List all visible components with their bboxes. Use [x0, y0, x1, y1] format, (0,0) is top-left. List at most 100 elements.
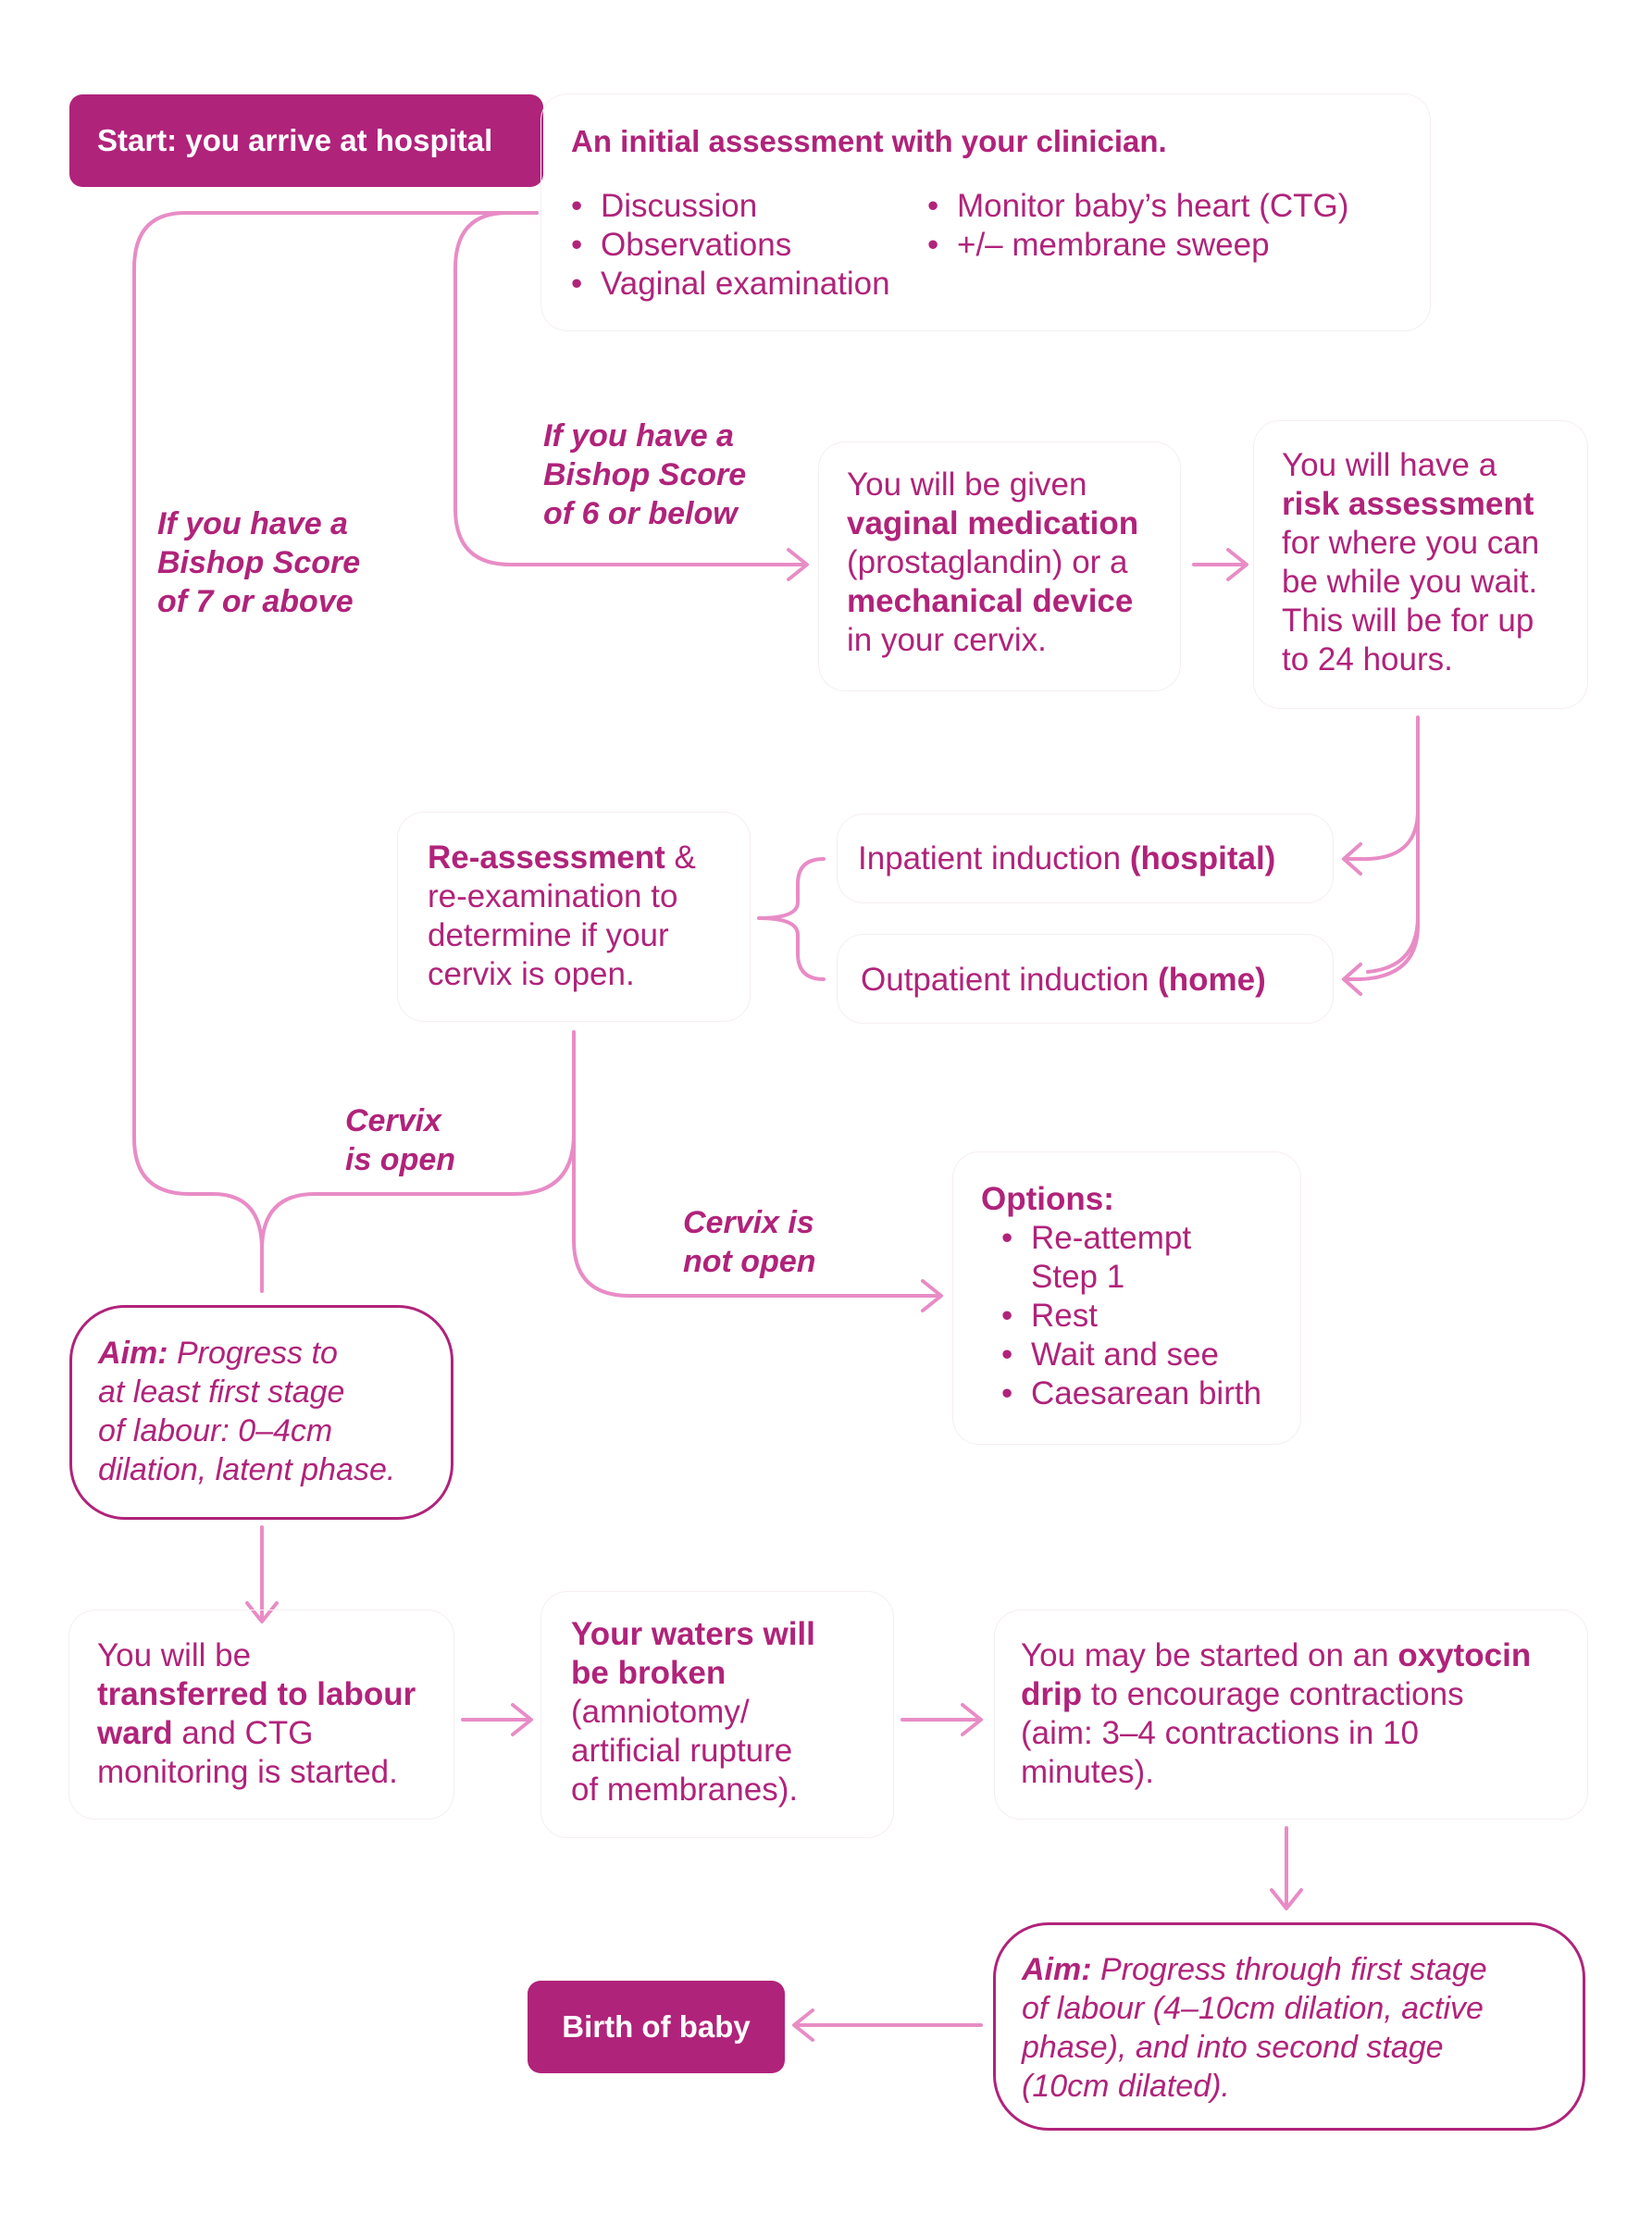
start-label-text: Start: you arrive at hospital [97, 123, 493, 157]
list-item: Monitor baby’s heart (CTG) [925, 187, 1416, 226]
medication-text: You will be given vaginal medication (pr… [847, 466, 1180, 660]
medication-box: You will be given vaginal medication (pr… [819, 442, 1180, 690]
inpatient-text: Inpatient induction (hospital) [858, 839, 1275, 878]
list-item: Observations [569, 226, 921, 265]
start-label: Start: you arrive at hospital [69, 94, 543, 187]
risk-text: You will have a risk assessment for wher… [1282, 446, 1587, 679]
medication-line: in your cervix. [847, 622, 1047, 658]
options-title: Options: [981, 1181, 1114, 1217]
reassessment-box: Re-assessment & re-examination to determ… [398, 813, 750, 1021]
arrowhead-transfer [245, 1601, 279, 1623]
risk-bold: risk assessment [1282, 486, 1534, 522]
list-item: Caesarean birth [1000, 1374, 1305, 1413]
arrow-cervix-not-open [572, 1132, 941, 1298]
list-item: Wait and see [1000, 1336, 1305, 1374]
oxytocin-bold: oxytocin [1397, 1637, 1532, 1673]
arrowhead-medication [787, 548, 809, 581]
outpatient-text: Outpatient induction (home) [861, 961, 1266, 1000]
transfer-box: You will be transferred to labour ward a… [69, 1610, 453, 1819]
oxytocin-line: minutes). [1021, 1754, 1154, 1790]
birth-label-text: Birth of baby [562, 2009, 751, 2044]
oxytocin-line: to encourage contractions [1082, 1676, 1464, 1712]
aim-label: Aim: [1022, 1952, 1092, 1987]
branch-low-line: of 6 or below [543, 496, 738, 531]
arrow-bishop-low [453, 211, 807, 566]
oxytocin-box: You may be started on an oxytocin drip t… [995, 1610, 1587, 1819]
risk-assessment-box: You will have a risk assessment for wher… [1254, 421, 1587, 708]
options-list: Re-attempt Step 1 Rest Wait and see Caes… [1000, 1219, 1305, 1413]
aim-line: (10cm dilated). [1022, 2069, 1230, 2104]
risk-line: for where you can [1282, 525, 1540, 561]
aim-line: of labour: 0–4cm [98, 1413, 333, 1448]
inpatient-bold: (hospital) [1129, 840, 1276, 877]
arrowhead-inpatient [1342, 842, 1362, 876]
aim-line: at least first stage [98, 1374, 345, 1410]
arrow-cervix-open [260, 1030, 576, 1251]
transfer-line: and CTG [172, 1715, 314, 1751]
cervix-open-line: is open [345, 1142, 456, 1177]
oxytocin-line: You may be started on an [1021, 1637, 1398, 1673]
medication-line: (prostaglandin) or a [847, 544, 1128, 580]
waters-text: Your waters will be broken (amniotomy/ a… [571, 1615, 890, 1809]
aim-line: Progress through first stage [1091, 1952, 1487, 1987]
aim-line: of labour (4–10cm dilation, active [1022, 1991, 1484, 2026]
cervix-not-open-line: not open [683, 1244, 816, 1279]
branch-high-line: If you have a [157, 506, 348, 541]
arrowhead-birth [792, 2008, 814, 2042]
aim-line: dilation, latent phase. [98, 1452, 396, 1487]
reassess-line: re-examination to [428, 878, 678, 914]
cervix-open-label: Cervix is open [345, 1101, 455, 1179]
aim-line: phase), and into second stage [1022, 2030, 1444, 2065]
list-item: Re-attempt Step 1 [1000, 1219, 1305, 1297]
aim-latent-box: Aim: Progress to at least first stage of… [69, 1305, 453, 1520]
list-item: Vaginal examination [569, 265, 921, 304]
initial-assessment-title: An initial assessment with your clinicia… [571, 124, 1167, 158]
list-item: +/– membrane sweep [925, 226, 1416, 265]
inpatient-label: Inpatient induction [858, 840, 1122, 877]
outpatient-bold: (home) [1158, 962, 1266, 998]
transfer-line: monitoring is started. [97, 1754, 398, 1790]
aim-active-box: Aim: Progress through first stage of lab… [993, 1922, 1585, 2131]
risk-line: You will have a [1282, 447, 1497, 483]
list-item: Rest [1000, 1297, 1305, 1336]
medication-bold: vaginal medication [847, 505, 1139, 541]
inpatient-induction-box: Inpatient induction (hospital) [838, 814, 1333, 902]
outpatient-induction-box: Outpatient induction (home) [838, 935, 1333, 1023]
medication-bold: mechanical device [847, 583, 1134, 619]
arrow-to-outpatient [1345, 914, 1420, 981]
reassess-amp: & [665, 839, 696, 876]
aim-active-text: Aim: Progress through first stage of lab… [1022, 1950, 1577, 2106]
branch-label-low: If you have a Bishop Score of 6 or below [543, 417, 793, 533]
branch-low-line: Bishop Score [543, 457, 747, 492]
waters-bold: be broken [571, 1655, 727, 1691]
outpatient-label: Outpatient induction [861, 962, 1149, 998]
risk-line: This will be for up [1282, 603, 1534, 639]
branch-label-high: If you have a Bishop Score of 7 or above [157, 504, 407, 621]
arrowhead-outpatient [1342, 963, 1362, 996]
waters-line: of membranes). [571, 1772, 799, 1808]
options-box: Options: Re-attempt Step 1 Rest Wait and… [953, 1152, 1300, 1444]
brace-induction [757, 857, 826, 981]
waters-line: artificial rupture [571, 1733, 793, 1769]
initial-assessment-box: An initial assessment with your clinicia… [541, 94, 1430, 330]
waters-box: Your waters will be broken (amniotomy/ a… [541, 1592, 893, 1837]
branch-low-line: If you have a [543, 418, 734, 454]
option-text: Re-attempt [1031, 1220, 1192, 1256]
risk-line: to 24 hours. [1282, 641, 1453, 678]
transfer-line: You will be [97, 1637, 252, 1673]
aim-line: Progress to [168, 1336, 338, 1371]
birth-label: Birth of baby [528, 1981, 785, 2073]
arrow-bishop-high [132, 211, 539, 1293]
waters-bold: Your waters will [571, 1616, 815, 1652]
medication-line: You will be given [847, 466, 1087, 503]
reassess-line: determine if your [428, 917, 669, 953]
reassess-line: cervix is open. [428, 956, 635, 992]
aim-label: Aim: [98, 1336, 168, 1371]
waters-line: (amniotomy/ [571, 1694, 750, 1730]
arrowhead-waters [511, 1703, 533, 1736]
transfer-bold: transferred to labour [97, 1676, 416, 1712]
transfer-bold: ward [97, 1715, 173, 1751]
oxytocin-line: (aim: 3–4 contractions in 10 [1021, 1715, 1419, 1751]
oxytocin-text: You may be started on an oxytocin drip t… [1021, 1636, 1585, 1792]
